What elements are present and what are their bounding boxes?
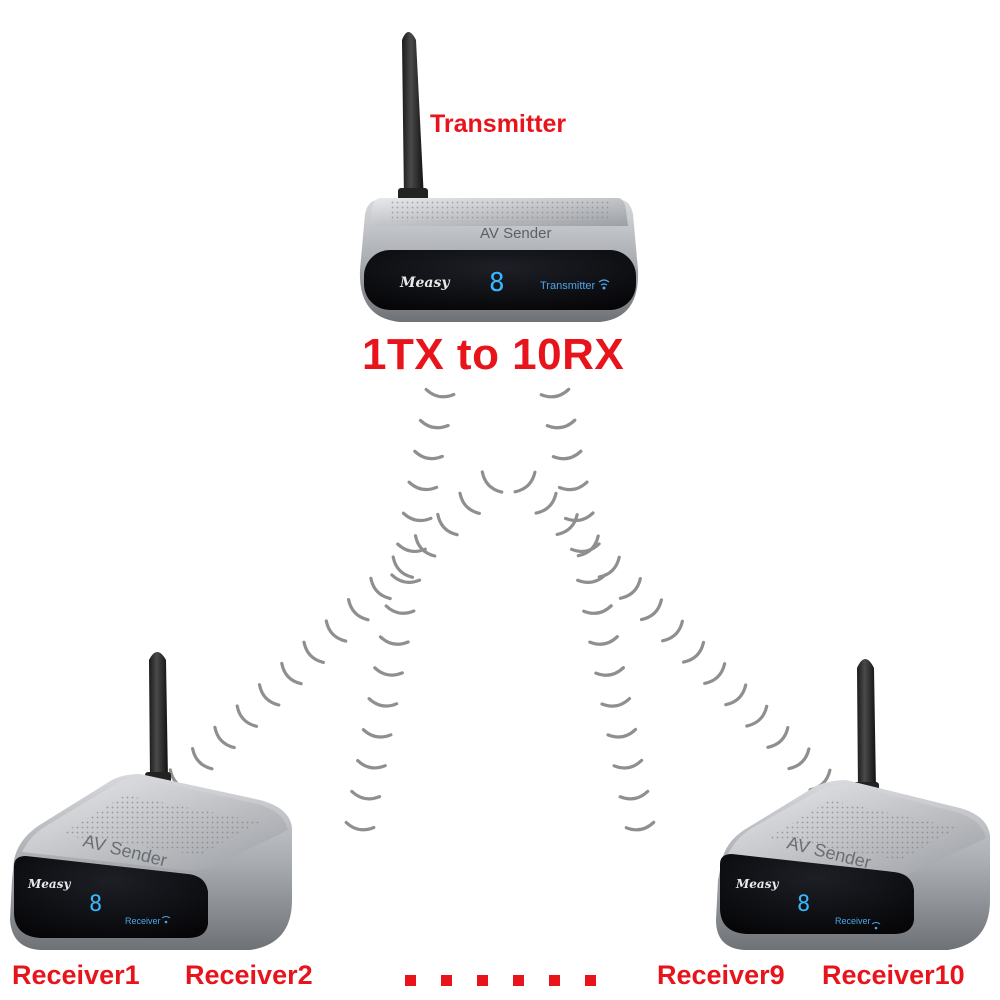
rx10-panel-label: Receiver (835, 916, 871, 926)
signal-wave-icon (600, 697, 632, 708)
signal-wave-icon (347, 598, 370, 622)
signal-wave-icon (551, 449, 583, 461)
signal-wave-icon (302, 640, 325, 664)
signal-wave-icon (682, 640, 706, 664)
signal-wave-icon (624, 820, 656, 832)
signal-wave-icon (539, 387, 571, 399)
signal-wave-icon (413, 449, 444, 461)
signal-wave-icon (324, 619, 348, 643)
signal-wave-icon (594, 666, 625, 677)
signal-wave-group (168, 387, 832, 832)
signal-wave-icon (235, 704, 259, 728)
antenna-icon (402, 32, 424, 200)
receiver1-label: Receiver1 (12, 960, 140, 990)
receiver1-device: AV Sender Measy 8 Receiver (10, 652, 292, 950)
signal-wave-icon (407, 480, 439, 492)
signal-wave-icon (390, 573, 422, 584)
ellipsis-dot (441, 975, 452, 986)
signal-wave-icon (555, 513, 579, 536)
signal-wave-icon (597, 555, 621, 579)
signal-wave-icon (367, 697, 399, 708)
signal-wave-icon (356, 759, 387, 770)
signal-wave-icon (280, 661, 303, 686)
rx10-display-digit: 8 (797, 892, 810, 917)
signal-wave-icon (724, 683, 748, 707)
signal-wave-icon (344, 820, 376, 832)
signal-wave-icon (618, 577, 642, 600)
signal-wave-icon (766, 726, 790, 749)
signal-wave-icon (257, 683, 281, 707)
receiver2-label: Receiver2 (185, 960, 313, 990)
signal-wave-icon (361, 728, 393, 739)
ellipsis-dots (405, 975, 605, 999)
signal-wave-icon (436, 512, 459, 537)
signal-wave-icon (606, 727, 638, 739)
headline-text: 1TX to 10RX (362, 330, 625, 379)
signal-wave-icon (373, 666, 404, 677)
signal-wave-icon (557, 480, 589, 492)
signal-wave-icon (576, 534, 600, 558)
wifi-icon (598, 279, 610, 290)
ellipsis-dot (513, 975, 524, 986)
signal-wave-icon (582, 604, 613, 615)
signal-wave-icon (424, 387, 456, 399)
signal-wave-icon (458, 491, 481, 515)
signal-wave-icon (588, 635, 619, 646)
rx1-panel-label: Receiver (125, 916, 161, 926)
signal-wave-icon (191, 747, 214, 771)
signal-wave-icon (661, 619, 684, 643)
signal-wave-icon (418, 418, 450, 430)
ellipsis-dot (549, 975, 560, 986)
transmitter-device: AV Sender Measy 8 Transmitter (359, 32, 639, 322)
wifi-icon (161, 916, 171, 924)
signal-wave-icon (401, 511, 433, 523)
ellipsis-dot (405, 975, 416, 986)
antenna-icon (149, 652, 168, 780)
signal-wave-icon (413, 534, 437, 558)
signal-wave-icon (745, 704, 769, 728)
signal-wave-icon (213, 725, 236, 750)
transmitter-label: Transmitter (430, 110, 567, 138)
signal-wave-icon (787, 747, 811, 771)
signal-wave-icon (545, 418, 577, 430)
tx-display-digit: 8 (489, 268, 505, 298)
rx1-display-digit: 8 (89, 892, 102, 917)
signal-wave-icon (563, 511, 595, 523)
receiver10-device: AV Sender Measy 8 Receiver (716, 659, 990, 950)
tx-brand-logo: Measy (399, 275, 450, 291)
signal-wave-icon (378, 635, 410, 646)
rx1-brand-logo: Measy (27, 877, 71, 891)
signal-wave-icon (703, 662, 727, 685)
signal-wave-icon (384, 604, 416, 615)
receiver10-label: Receiver10 (822, 960, 965, 990)
signal-wave-icon (618, 789, 650, 801)
wifi-icon (871, 922, 881, 930)
receiver9-label: Receiver9 (657, 960, 785, 990)
signal-wave-icon (513, 470, 537, 494)
signal-wave-icon (350, 789, 382, 801)
rx10-brand-logo: Measy (735, 877, 779, 891)
tx-model-text: AV Sender (480, 225, 551, 242)
tx-panel-label: Transmitter (540, 280, 596, 292)
antenna-icon (857, 659, 876, 790)
signal-wave-icon (391, 555, 415, 579)
ellipsis-dot (477, 975, 488, 986)
signal-wave-icon (369, 576, 392, 601)
signal-wave-icon (480, 470, 504, 494)
signal-wave-icon (612, 758, 644, 770)
signal-wave-icon (534, 491, 558, 515)
ellipsis-dot (585, 975, 596, 986)
signal-wave-icon (639, 598, 663, 622)
